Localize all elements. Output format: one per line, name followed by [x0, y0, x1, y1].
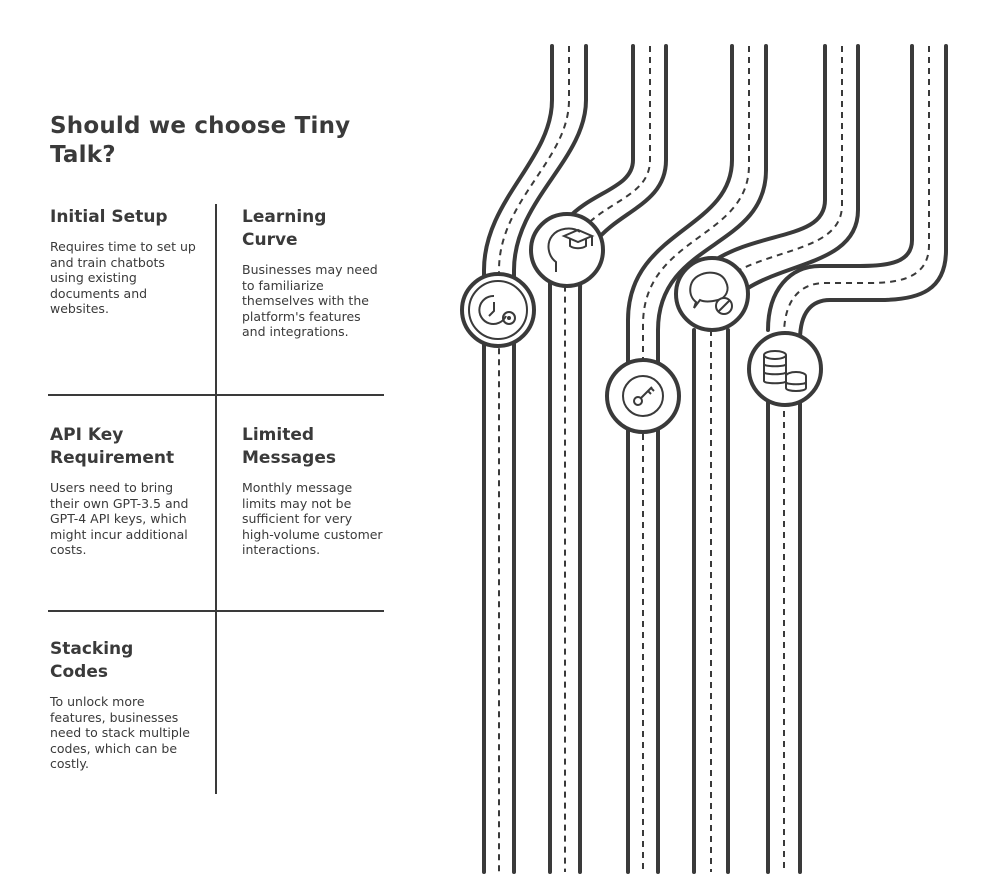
road-5-right-edge [798, 44, 948, 342]
cell-text: To unlock more features, businesses need… [50, 694, 190, 772]
road-2-right-edge [578, 44, 668, 874]
road-3-right-edge [656, 44, 768, 874]
cell-heading: API Key Requirement [50, 425, 175, 468]
cell-heading: Learning Curve [242, 207, 327, 250]
cell-text: Requires time to set up and train chatbo… [50, 239, 196, 317]
cell-text: Monthly message limits may not be suffic… [242, 480, 383, 558]
grid-vertical-divider [215, 204, 217, 794]
coin-stacks-icon [747, 331, 823, 407]
cell-initial-setup: Initial Setup Requires time to set up an… [50, 206, 198, 317]
road-5-left-edge [766, 44, 914, 332]
road-4-left-edge [710, 44, 827, 264]
cell-api-key-requirement: API Key Requirement Users need to bring … [50, 424, 198, 558]
speech-bubble-blocked-icon [674, 256, 750, 332]
cell-heading: Stacking Codes [50, 639, 134, 682]
cell-learning-curve: Learning Curve Businesses may need to fa… [242, 206, 384, 340]
cell-limited-messages: Limited Messages Monthly message limits … [242, 424, 384, 558]
road-1-right-edge [512, 44, 588, 874]
key-icon [605, 358, 681, 434]
cell-stacking-codes: Stacking Codes To unlock more features, … [50, 638, 198, 772]
drawbacks-grid: Initial Setup Requires time to set up an… [48, 200, 388, 800]
road-4-right-edge [746, 44, 860, 290]
road-1-left-edge [482, 44, 554, 874]
grid-horizontal-divider-2 [48, 610, 384, 612]
road-edges [482, 44, 948, 874]
clock-gear-icon [460, 272, 536, 348]
cell-text: Businesses may need to familiarize thems… [242, 262, 378, 340]
road-3-left-edge [626, 44, 734, 874]
cell-heading: Limited Messages [242, 425, 336, 468]
road-center-dashes [498, 46, 930, 872]
diagram-title: Should we choose Tiny Talk? [50, 113, 351, 168]
head-graduation-cap-icon [529, 212, 605, 288]
road-2-left-edge [548, 44, 635, 874]
cell-text: Users need to bring their own GPT-3.5 an… [50, 480, 189, 558]
grid-horizontal-divider-1 [48, 394, 384, 396]
cell-heading: Initial Setup [50, 207, 168, 227]
